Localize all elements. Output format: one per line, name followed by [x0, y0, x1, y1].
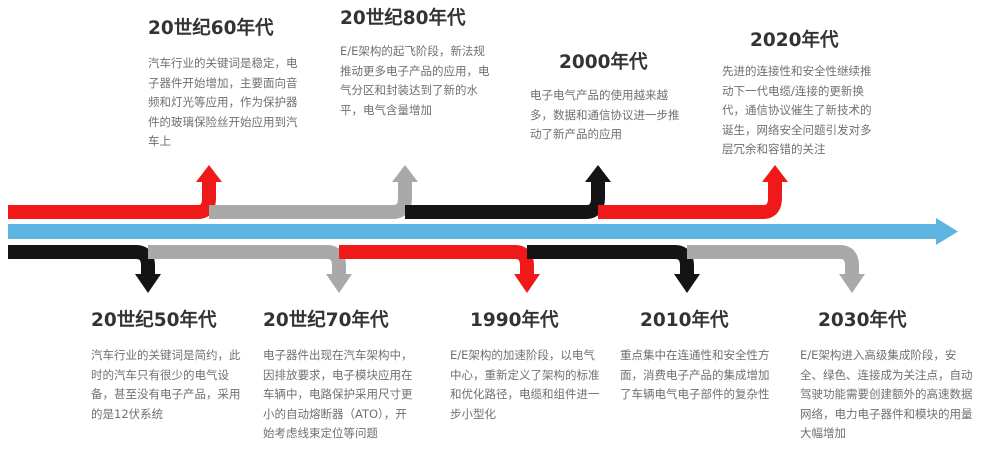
- era-description: E/E架构进入高级集成阶段，安全、绿色、连接成为关注点，自动驾驶功能需要创建额外…: [800, 348, 973, 440]
- upper-arrowhead-4: [762, 165, 788, 182]
- era-description: 先进的连接性和安全性继续推动下一代电缆/连接的更新换代，通信协议催生了新技术的诞…: [722, 64, 872, 156]
- era-title: 20世纪60年代: [148, 18, 274, 39]
- upper-arrowhead-1: [196, 165, 222, 182]
- era-title: 20世纪70年代: [263, 310, 389, 331]
- era-title: 2030年代: [818, 310, 907, 331]
- lower-arrowhead-2: [326, 274, 352, 293]
- upper-segment-3: [405, 178, 605, 219]
- upper-segment-1: [8, 178, 216, 219]
- era-description: 汽车行业的关键词是简约，此时的汽车只有很少的电气设备，甚至没有电子产品，采用的是…: [91, 348, 241, 421]
- era-title: 2010年代: [640, 310, 729, 331]
- era-title: 1990年代: [470, 310, 559, 331]
- era-1990s: 1990年代 E/E架构的加速阶段，以电气中心，重新定义了架构的标准和优化路径，…: [450, 310, 600, 424]
- era-2000s: 2000年代 电子电气产品的使用越来越多，数据和通信协议进一步推动了新产品的应用: [530, 52, 680, 145]
- lower-arrowhead-1: [135, 274, 161, 293]
- era-title: 20世纪80年代: [340, 8, 466, 29]
- era-1980s: 20世纪80年代 E/E架构的起飞阶段，新法规推动更多电子产品的应用，电气分区和…: [340, 8, 490, 120]
- era-description: 重点集中在连通性和安全性方面，消费电子产品的集成增加了车辆电气电子部件的复杂性: [620, 348, 770, 401]
- era-title: 2020年代: [750, 30, 839, 51]
- era-description: E/E架构的加速阶段，以电气中心，重新定义了架构的标准和优化路径，电缆和组件进一…: [450, 348, 600, 421]
- lower-segment-5: [687, 245, 859, 278]
- lower-arrowhead-5: [839, 274, 865, 293]
- era-description: 电子器件出现在汽车架构中，因排放要求，电子模块应用在车辆中，电路保护采用尺寸更小…: [263, 348, 413, 440]
- lower-arrowhead-3: [514, 274, 540, 293]
- upper-arrowhead-2: [392, 165, 418, 182]
- upper-arrowhead-3: [585, 165, 611, 182]
- era-2020s: 2020年代 先进的连接性和安全性继续推动下一代电缆/连接的更新换代，通信协议催…: [722, 30, 882, 160]
- main-timeline-bar: [8, 224, 940, 239]
- upper-segment-2: [209, 178, 412, 219]
- era-title: 20世纪50年代: [91, 310, 217, 331]
- lower-segment-4: [527, 245, 694, 278]
- era-1960s: 20世纪60年代 汽车行业的关键词是稳定，电子器件开始增加，主要面向音频和灯光等…: [148, 18, 300, 152]
- main-timeline-arrowhead: [936, 218, 958, 245]
- lower-arrowhead-4: [674, 274, 700, 293]
- lower-segment-2: [148, 245, 346, 278]
- era-1950s: 20世纪50年代 汽车行业的关键词是简约，此时的汽车只有很少的电气设备，甚至没有…: [91, 310, 241, 424]
- era-title: 2000年代: [559, 52, 648, 73]
- upper-segment-4: [598, 178, 782, 219]
- era-2010s: 2010年代 重点集中在连通性和安全性方面，消费电子产品的集成增加了车辆电气电子…: [620, 310, 772, 405]
- era-description: 汽车行业的关键词是稳定，电子器件开始增加，主要面向音频和灯光等应用，作为保护器件…: [148, 56, 298, 148]
- era-description: 电子电气产品的使用越来越多，数据和通信协议进一步推动了新产品的应用: [530, 88, 680, 141]
- lower-segment-1: [8, 245, 155, 278]
- lower-segment-3: [339, 245, 534, 278]
- era-1970s: 20世纪70年代 电子器件出现在汽车架构中，因排放要求，电子模块应用在车辆中，电…: [263, 310, 413, 444]
- era-2030s: 2030年代 E/E架构进入高级集成阶段，安全、绿色、连接成为关注点，自动驾驶功…: [800, 310, 976, 444]
- era-description: E/E架构的起飞阶段，新法规推动更多电子产品的应用，电气分区和封装达到了新的水平…: [340, 44, 490, 117]
